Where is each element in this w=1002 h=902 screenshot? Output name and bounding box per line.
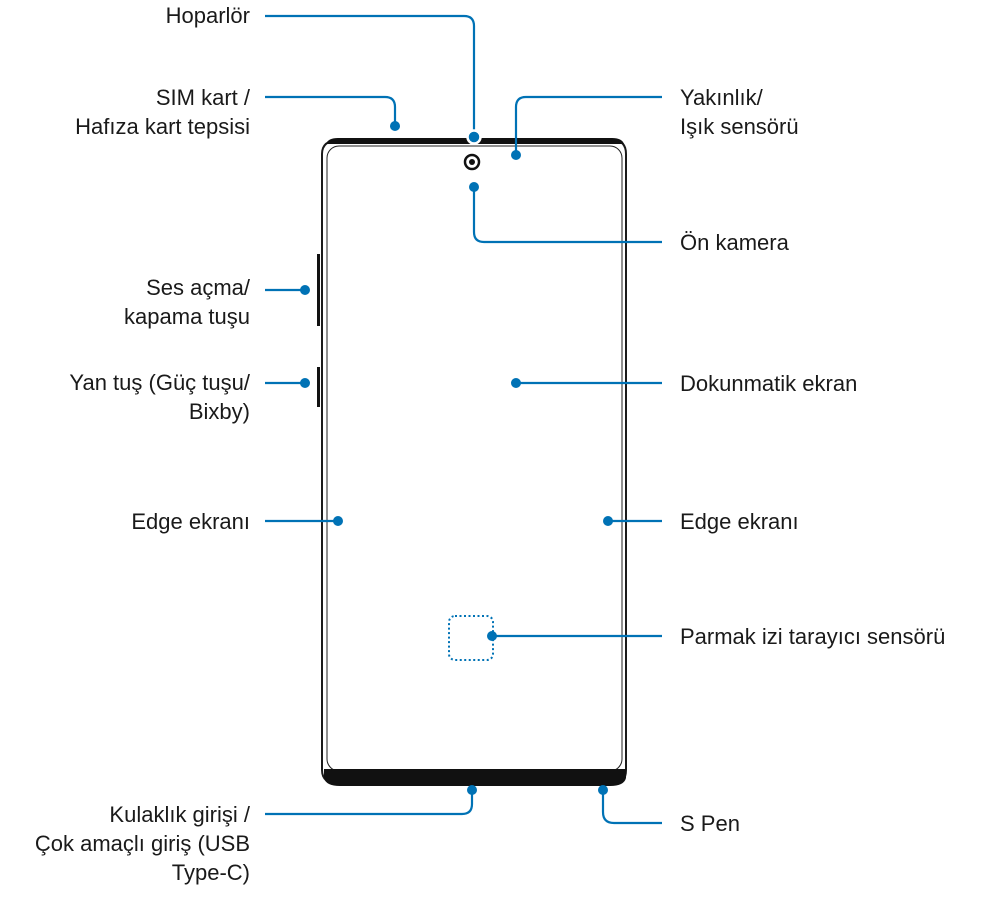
label-edge-right: Edge ekranı [680,507,799,536]
dot-edge-right [603,516,613,526]
dot-front-camera [469,182,479,192]
dot-sim [390,121,400,131]
label-earphone-line3: Type-C) [171,860,250,885]
label-volume-line2: kapama tuşu [124,304,250,329]
fingerprint-area-icon [448,615,494,661]
label-front-camera-text: Ön kamera [680,230,789,255]
label-sim-tray: SIM kart / Hafıza kart tepsisi [75,83,250,141]
label-fingerprint: Parmak izi tarayıcı sensörü [680,622,945,651]
label-side-key: Yan tuş (Güç tuşu/ Bixby) [69,368,250,426]
volume-key-shape [317,254,320,326]
label-s-pen: S Pen [680,809,740,838]
leader-sim [265,95,397,126]
label-edge-left: Edge ekranı [131,507,250,536]
dot-edge-left [333,516,343,526]
label-speaker: Hoparlör [166,1,250,30]
dot-s-pen [598,785,608,795]
label-proximity: Yakınlık/ Işık sensörü [680,83,799,141]
label-volume-line1: Ses açma/ [146,275,250,300]
label-proximity-line1: Yakınlık/ [680,85,763,110]
leader-front-camera [472,187,662,244]
label-sim-line2: Hafıza kart tepsisi [75,114,250,139]
label-touchscreen: Dokunmatik ekran [680,369,857,398]
leader-speaker [265,14,476,137]
dot-speaker [466,129,482,145]
label-edge-right-text: Edge ekranı [680,509,799,534]
side-key-shape [317,367,320,407]
leader-earphone [265,790,474,816]
label-touchscreen-text: Dokunmatik ekran [680,371,858,396]
bottom-bezel [324,769,626,786]
label-side-line1: Yan tuş (Güç tuşu/ [69,370,250,395]
screen-inner [326,145,623,772]
dot-fingerprint [487,631,497,641]
leader-proximity [514,95,662,155]
label-speaker-text: Hoparlör [165,3,250,28]
dot-earphone [467,785,477,795]
dot-touchscreen [511,378,521,388]
label-side-line2: Bixby) [188,399,250,424]
dot-volume [300,285,310,295]
label-fingerprint-text: Parmak izi tarayıcı sensörü [680,624,946,649]
label-edge-left-text: Edge ekranı [131,509,250,534]
front-camera-lens [469,159,475,165]
label-proximity-line2: Işık sensörü [680,114,799,139]
label-volume-key: Ses açma/ kapama tuşu [124,273,250,331]
label-s-pen-text: S Pen [680,811,740,836]
label-sim-line1: SIM kart / [155,85,250,110]
dot-side-key [300,378,310,388]
label-earphone-line2: Çok amaçlı giriş (USB [34,831,250,856]
label-earphone-jack: Kulaklık girişi / Çok amaçlı giriş (USB … [35,800,250,887]
dot-proximity [511,150,521,160]
label-front-camera: Ön kamera [680,228,789,257]
label-earphone-line1: Kulaklık girişi / [109,802,250,827]
leader-s-pen [601,790,662,825]
